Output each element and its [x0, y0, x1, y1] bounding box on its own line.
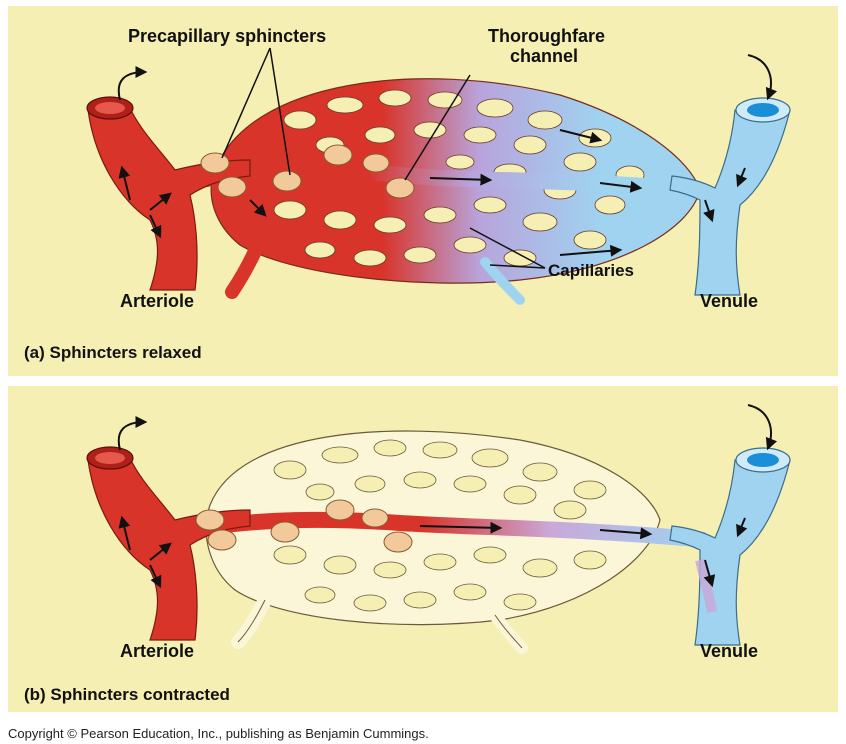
sphincter [362, 509, 388, 527]
sphincter [363, 154, 389, 172]
sphincter [271, 522, 299, 542]
sphincter [384, 532, 412, 552]
sphincter [326, 500, 354, 520]
panel-a: Precapillary sphincters Thoroughfare cha… [8, 6, 838, 376]
thoroughfare-channel-label-1: Thoroughfare [488, 26, 605, 46]
sphincter [218, 177, 246, 197]
sphincter [273, 171, 301, 191]
copyright-notice: Copyright © Pearson Education, Inc., pub… [8, 726, 429, 741]
sphincter [208, 530, 236, 550]
panel-a-caption: (a) Sphincters relaxed [24, 343, 202, 362]
arteriole-label-b: Arteriole [120, 641, 194, 661]
thoroughfare-channel-label-2: channel [510, 46, 578, 66]
capillaries-label: Capillaries [548, 261, 634, 280]
precapillary-sphincters-label: Precapillary sphincters [128, 26, 326, 46]
venule-label-b: Venule [700, 641, 758, 661]
arteriole-label-a: Arteriole [120, 291, 194, 311]
sphincter [386, 178, 414, 198]
sphincter [324, 145, 352, 165]
panel-b: Arteriole Venule (b) Sphincters contract… [8, 386, 838, 712]
panel-b-caption: (b) Sphincters contracted [24, 685, 230, 704]
sphincter [201, 153, 229, 173]
sphincter [196, 510, 224, 530]
venule-label-a: Venule [700, 291, 758, 311]
